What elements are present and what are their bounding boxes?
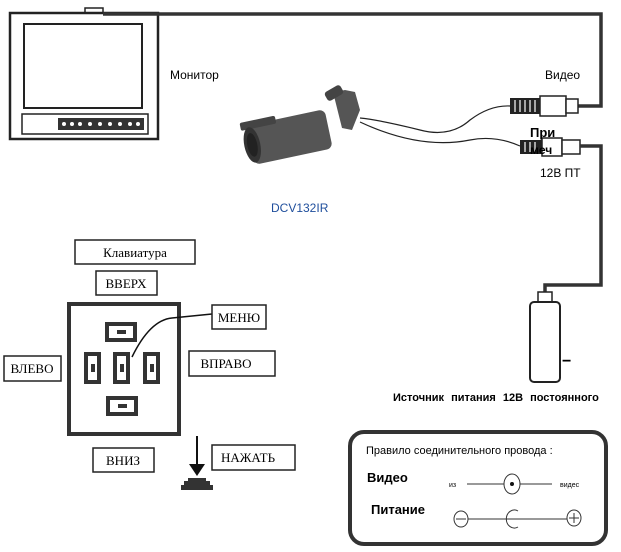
right-label: ВПРАВО xyxy=(200,356,251,371)
video-cable xyxy=(103,12,603,108)
note-label-line1: При xyxy=(530,125,555,140)
up-label: ВВЕРХ xyxy=(106,276,148,291)
down-label-box xyxy=(92,447,155,473)
up-label-box xyxy=(95,270,158,296)
monitor xyxy=(8,7,160,141)
minus-terminal-icon xyxy=(453,510,469,528)
down-label: ВНИЗ xyxy=(106,453,140,468)
minus-sign: − xyxy=(562,353,571,370)
keypad-title-box xyxy=(74,239,196,265)
plug-symbol xyxy=(505,509,519,529)
key-menu-center[interactable] xyxy=(113,352,130,384)
power-cable xyxy=(543,144,603,300)
power-source-label: Источник питания 12В постоянного xyxy=(393,392,599,404)
key-down[interactable] xyxy=(106,396,138,416)
legend-video-from: из xyxy=(449,482,456,489)
menu-pointer-line xyxy=(131,313,213,358)
plus-terminal-icon xyxy=(566,509,582,527)
menu-label: МЕНЮ xyxy=(218,310,260,325)
press-label: НАЖАТЬ xyxy=(221,450,276,465)
note-label-line2: меч xyxy=(530,143,552,157)
right-label-box xyxy=(188,350,276,377)
menu-label-box xyxy=(211,304,267,330)
video-label: Видео xyxy=(545,68,580,82)
camera-model-label: DCV132IR xyxy=(271,201,329,215)
legend-title: Правило соединительного провода : xyxy=(366,445,553,457)
legend-video-label: Видео xyxy=(367,470,408,485)
power-connector xyxy=(520,137,581,157)
press-arrow-icon xyxy=(181,436,213,490)
monitor-label: Монитор xyxy=(170,68,219,82)
press-label-box xyxy=(211,444,296,471)
left-label: ВЛЕВО xyxy=(11,361,54,376)
power-label: 12В ПТ xyxy=(540,166,581,180)
key-right[interactable] xyxy=(143,352,160,384)
key-left[interactable] xyxy=(84,352,101,384)
wiring-legend-box xyxy=(348,430,608,546)
legend-power-label: Питание xyxy=(371,502,425,517)
camera-image xyxy=(239,85,521,164)
left-label-box xyxy=(3,355,62,382)
key-up[interactable] xyxy=(105,322,137,342)
video-connector xyxy=(510,95,579,117)
power-source-battery xyxy=(529,291,561,383)
keypad-title: Клавиатура xyxy=(103,245,167,260)
legend-video-to: видес xyxy=(560,482,580,489)
